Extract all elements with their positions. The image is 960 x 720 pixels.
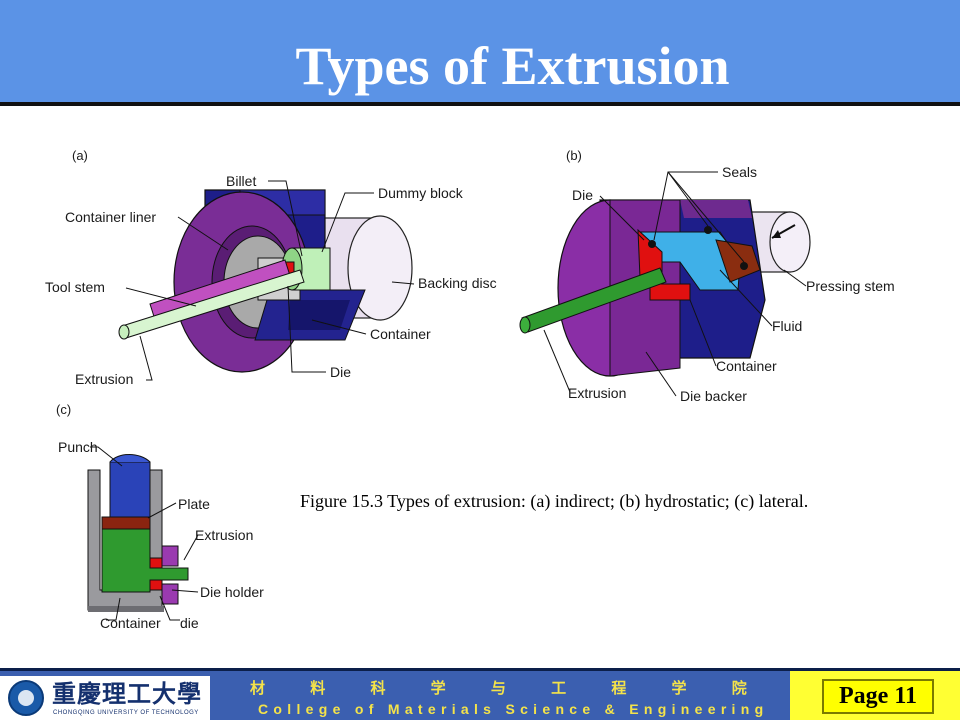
label-extrusion-b: Extrusion xyxy=(568,385,626,401)
figure-caption: Figure 15.3 Types of extrusion: (a) indi… xyxy=(300,491,809,511)
page-number-button[interactable]: Page 11 xyxy=(822,679,934,714)
college-name-en: College of Materials Science & Engineeri… xyxy=(258,701,769,717)
label-pressing-stem: Pressing stem xyxy=(806,278,895,294)
label-punch: Punch xyxy=(58,439,98,455)
university-name-cn: 重慶理工大學 xyxy=(52,679,202,708)
label-plate: Plate xyxy=(178,496,210,512)
title-underline xyxy=(0,102,960,106)
label-container-a: Container xyxy=(370,326,431,342)
label-extrusion-a: Extrusion xyxy=(75,371,133,387)
label-fluid: Fluid xyxy=(772,318,802,334)
label-die-backer: Die backer xyxy=(680,388,747,404)
label-container-c: Container xyxy=(100,615,161,631)
label-billet: Billet xyxy=(226,173,256,189)
label-die-a: Die xyxy=(330,364,351,380)
label-dummy-block: Dummy block xyxy=(378,185,464,201)
slide-title: Types of Extrusion xyxy=(295,36,730,96)
college-name-cn: 材 料 科 学 与 工 程 学 院 xyxy=(250,679,747,697)
label-die-b: Die xyxy=(572,187,593,203)
label-die-holder: Die holder xyxy=(200,584,264,600)
footer-rule xyxy=(0,668,960,672)
label-tool-stem: Tool stem xyxy=(45,279,105,295)
panel-c-diagram: (c) xyxy=(56,402,189,612)
panel-a-tag: (a) xyxy=(72,148,88,163)
label-extrusion-c: Extrusion xyxy=(195,527,253,543)
label-container-b: Container xyxy=(716,358,777,374)
label-container-liner: Container liner xyxy=(65,209,156,225)
title-bar xyxy=(0,0,960,102)
label-backing-disc: Backing disc xyxy=(418,275,497,291)
university-seal-icon xyxy=(8,680,44,716)
panel-c-tag: (c) xyxy=(56,402,71,417)
panel-b-diagram: (b) xyxy=(519,148,811,377)
panel-b-tag: (b) xyxy=(566,148,582,163)
label-die-c: die xyxy=(180,615,199,631)
panel-a-diagram: (a) xyxy=(72,148,413,373)
label-seals: Seals xyxy=(722,164,757,180)
university-name-en: CHONGQING UNIVERSITY OF TECHNOLOGY xyxy=(53,710,199,716)
